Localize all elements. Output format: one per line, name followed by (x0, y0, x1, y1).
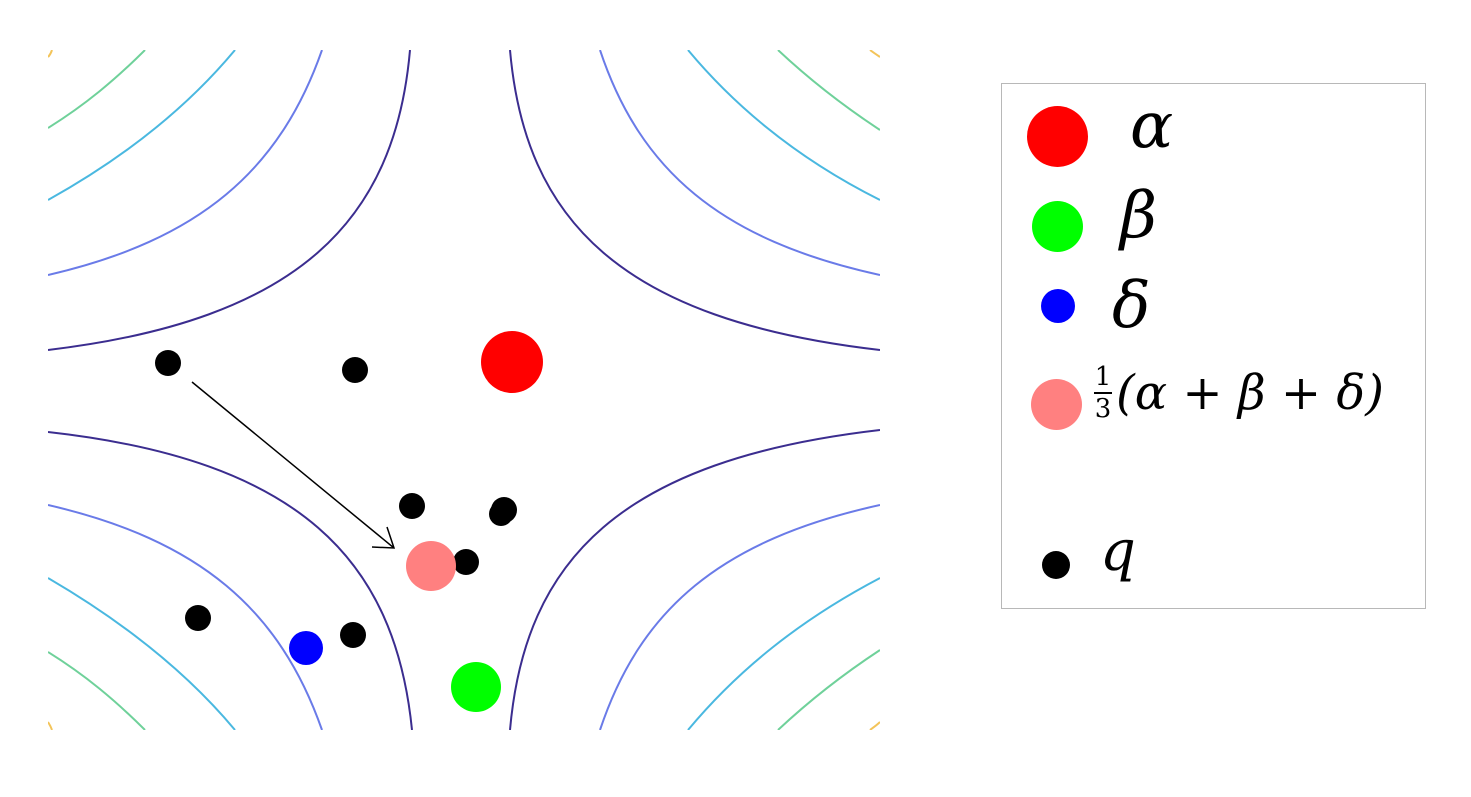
delta-point (289, 631, 323, 665)
contour-line (509, 429, 880, 730)
contour-line (599, 504, 880, 730)
beta-marker (1032, 201, 1083, 252)
contour-diagram (48, 50, 880, 730)
contour-line (687, 577, 880, 730)
mean-point (406, 541, 456, 591)
q-point (340, 622, 366, 648)
contour-lines (48, 50, 880, 730)
contour-line (48, 504, 323, 730)
mean-marker (1031, 379, 1082, 430)
contour-line (777, 50, 880, 131)
q-point (342, 357, 368, 383)
q-point (399, 493, 425, 519)
contour-line (48, 577, 236, 730)
alpha-point (481, 331, 543, 393)
q-point (489, 502, 513, 526)
alpha-label: α (1130, 89, 1174, 163)
contour-line (48, 50, 323, 276)
beta-label: β (1120, 179, 1157, 253)
contour-line (869, 721, 880, 730)
delta-marker (1041, 289, 1075, 323)
q-point (185, 605, 211, 631)
fraction-denominator: 3 (1094, 394, 1112, 424)
contour-line (869, 50, 880, 58)
q-label: q (1100, 519, 1136, 584)
contour-line (48, 50, 146, 129)
delta-label: δ (1112, 269, 1151, 343)
contour-line (777, 649, 880, 730)
contour-line (599, 50, 880, 276)
contour-line (48, 50, 236, 201)
q-point (155, 350, 181, 376)
contour-line (687, 50, 880, 201)
legend: α β δ 1 3 (α + β + δ) q (1001, 83, 1426, 609)
fraction-numerator: 1 (1094, 362, 1112, 392)
contour-line (48, 651, 146, 730)
contour-line (48, 50, 411, 351)
mean-expression: (α + β + δ) (1116, 365, 1384, 421)
alpha-marker (1027, 106, 1088, 167)
q-point (453, 549, 479, 575)
fraction-bar (1094, 392, 1112, 394)
beta-point (451, 662, 501, 712)
fraction: 1 3 (1094, 364, 1112, 422)
contour-line (48, 721, 53, 730)
q-marker (1042, 551, 1070, 579)
contour-line (509, 50, 880, 351)
contour-line (48, 50, 53, 58)
update-arrow (191, 381, 396, 549)
mean-formula: 1 3 (α + β + δ) (1094, 364, 1384, 422)
contour-line (48, 431, 413, 730)
